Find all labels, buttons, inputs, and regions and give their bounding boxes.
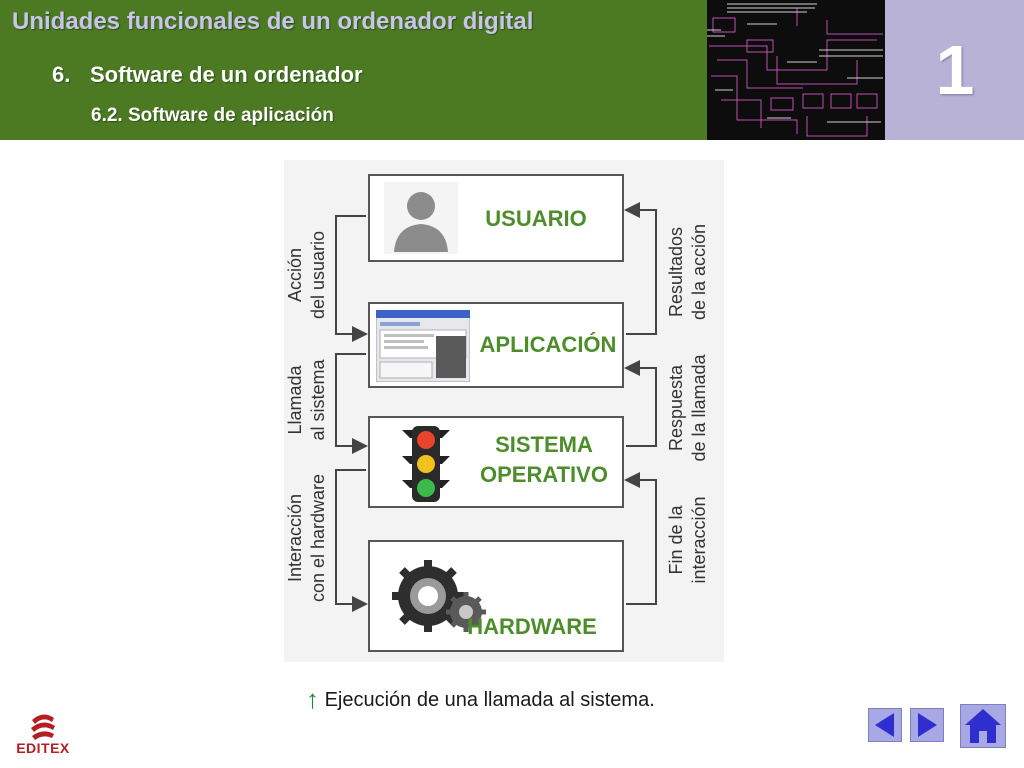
arrow-resultados-accion xyxy=(624,202,657,335)
triangle-right-icon xyxy=(918,713,937,737)
box-sistema-operativo: SISTEMA OPERATIVO xyxy=(368,416,624,508)
chapter-band xyxy=(885,0,1024,140)
box-aplicacion: APLICACIÓN xyxy=(368,302,624,388)
next-slide-button[interactable] xyxy=(910,708,944,742)
box-label-sistema: SISTEMA xyxy=(495,432,593,457)
gears-icon xyxy=(392,560,486,632)
slide-header: Unidades funcionales de un ordenador dig… xyxy=(0,0,1024,140)
label-resultados-accion: Resultados de la acción xyxy=(666,223,709,321)
arrow-accion-usuario xyxy=(335,215,368,342)
box-label-hardware: HARDWARE xyxy=(467,614,597,639)
previous-slide-button[interactable] xyxy=(868,708,902,742)
box-label-aplicacion: APLICACIÓN xyxy=(479,332,617,357)
traffic-light-icon xyxy=(402,426,450,502)
subsection-title: 6.2. Software de aplicación xyxy=(91,105,334,126)
circuit-board-image xyxy=(707,0,885,140)
editex-logo: EDITEX xyxy=(10,712,76,760)
section-title: Software de un ordenador xyxy=(90,62,363,87)
label-accion-usuario: Acción del usuario xyxy=(285,230,328,320)
label-llamada-sistema: Llamada al sistema xyxy=(285,359,328,441)
figure-caption: ↑ Ejecución de una llamada al sistema. xyxy=(306,684,655,715)
arrow-respuesta-llamada xyxy=(624,360,657,447)
home-button[interactable] xyxy=(960,704,1006,748)
box-label-usuario: USUARIO xyxy=(485,206,587,231)
arrow-interaccion-hardware xyxy=(335,469,368,612)
user-silhouette-icon xyxy=(384,182,458,254)
slide-title: Unidades funcionales de un ordenador dig… xyxy=(12,8,534,35)
caption-text: Ejecución de una llamada al sistema. xyxy=(324,689,655,711)
label-fin-interaccion: Fin de la interacción xyxy=(666,496,709,584)
box-hardware: HARDWARE xyxy=(368,540,624,652)
arrow-fin-interaccion xyxy=(624,472,657,605)
triangle-left-icon xyxy=(875,713,894,737)
label-interaccion-hardware: Interacción con el hardware xyxy=(285,473,328,603)
box-label-operativo: OPERATIVO xyxy=(480,462,608,487)
chapter-number: 1 xyxy=(935,31,975,109)
caption-arrow-icon: ↑ xyxy=(306,684,319,714)
editex-logo-mark-icon xyxy=(31,714,55,740)
arrow-llamada-sistema xyxy=(335,353,368,454)
box-usuario: USUARIO xyxy=(368,174,624,262)
header-green-band xyxy=(0,0,707,140)
home-icon xyxy=(965,709,1001,743)
application-window-icon xyxy=(376,310,470,382)
editex-logo-text: EDITEX xyxy=(16,740,70,756)
section-number: 6. xyxy=(52,62,71,87)
label-respuesta-llamada: Respuesta de la llamada xyxy=(666,354,709,462)
